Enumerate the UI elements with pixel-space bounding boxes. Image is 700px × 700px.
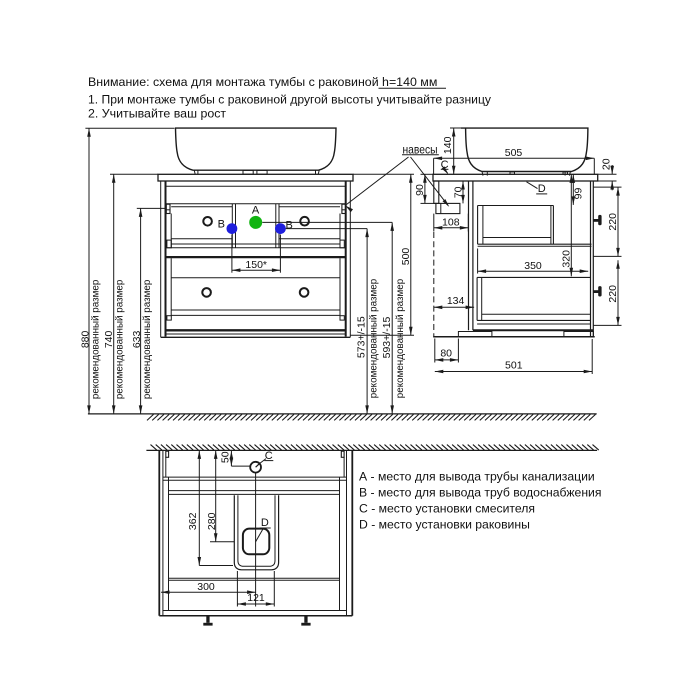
svg-text:220: 220: [607, 285, 619, 303]
svg-text:501: 501: [505, 360, 523, 372]
svg-text:D - место установки раковины: D - место установки раковины: [359, 517, 530, 531]
svg-text:A: A: [252, 204, 260, 216]
svg-text:рекомендованный размер: рекомендованный размер: [369, 279, 380, 399]
svg-text:362: 362: [187, 512, 199, 530]
svg-text:593+/-15: 593+/-15: [381, 316, 393, 358]
svg-text:рекомендованный размер: рекомендованный размер: [90, 279, 101, 399]
svg-text:70: 70: [452, 186, 464, 198]
svg-text:150*: 150*: [245, 259, 267, 271]
svg-text:С - место установки смесителя: С - место установки смесителя: [359, 501, 535, 515]
svg-text:633: 633: [131, 330, 143, 348]
svg-text:134: 134: [447, 295, 465, 307]
svg-text:99: 99: [573, 188, 585, 200]
svg-text:Внимание: схема для монтажа ту: Внимание: схема для монтажа тумбы с рако…: [88, 75, 437, 89]
svg-text:880: 880: [79, 330, 91, 348]
svg-text:320: 320: [560, 250, 572, 268]
svg-text:рекомендованный размер: рекомендованный размер: [115, 279, 126, 399]
svg-text:20: 20: [601, 158, 613, 170]
svg-text:рекомендованный размер: рекомендованный размер: [142, 279, 153, 399]
svg-text:C: C: [265, 450, 273, 462]
svg-text:121: 121: [247, 592, 265, 604]
svg-text:280: 280: [206, 512, 218, 530]
svg-text:B: B: [286, 219, 293, 231]
svg-text:навесы: навесы: [403, 142, 438, 156]
svg-text:573+/-15: 573+/-15: [355, 316, 367, 358]
svg-text:В - место для вывода труб водо: В - место для вывода труб водоснабжения: [359, 485, 601, 499]
svg-text:500: 500: [400, 248, 412, 266]
svg-text:740: 740: [103, 330, 115, 348]
svg-text:220: 220: [607, 213, 619, 231]
svg-text:А - место для вывода трубы кан: А - место для вывода трубы канализации: [359, 469, 595, 483]
svg-text:50: 50: [219, 451, 231, 463]
svg-text:140: 140: [442, 136, 454, 154]
svg-text:1. При монтаже тумбы с раковин: 1. При монтаже тумбы с раковиной другой …: [88, 93, 492, 107]
svg-text:B: B: [218, 218, 225, 230]
svg-text:80: 80: [440, 347, 452, 359]
svg-text:рекомендованный размер: рекомендованный размер: [395, 279, 406, 399]
svg-text:2. Учитывайте ваш рост: 2. Учитывайте ваш рост: [88, 106, 226, 120]
svg-text:505: 505: [505, 147, 523, 159]
svg-text:D: D: [538, 183, 546, 195]
svg-text:C: C: [441, 159, 449, 171]
svg-text:350: 350: [524, 260, 542, 272]
svg-text:D: D: [261, 517, 269, 529]
svg-text:300: 300: [197, 581, 215, 593]
svg-text:90: 90: [414, 184, 426, 196]
svg-text:108: 108: [442, 217, 460, 229]
